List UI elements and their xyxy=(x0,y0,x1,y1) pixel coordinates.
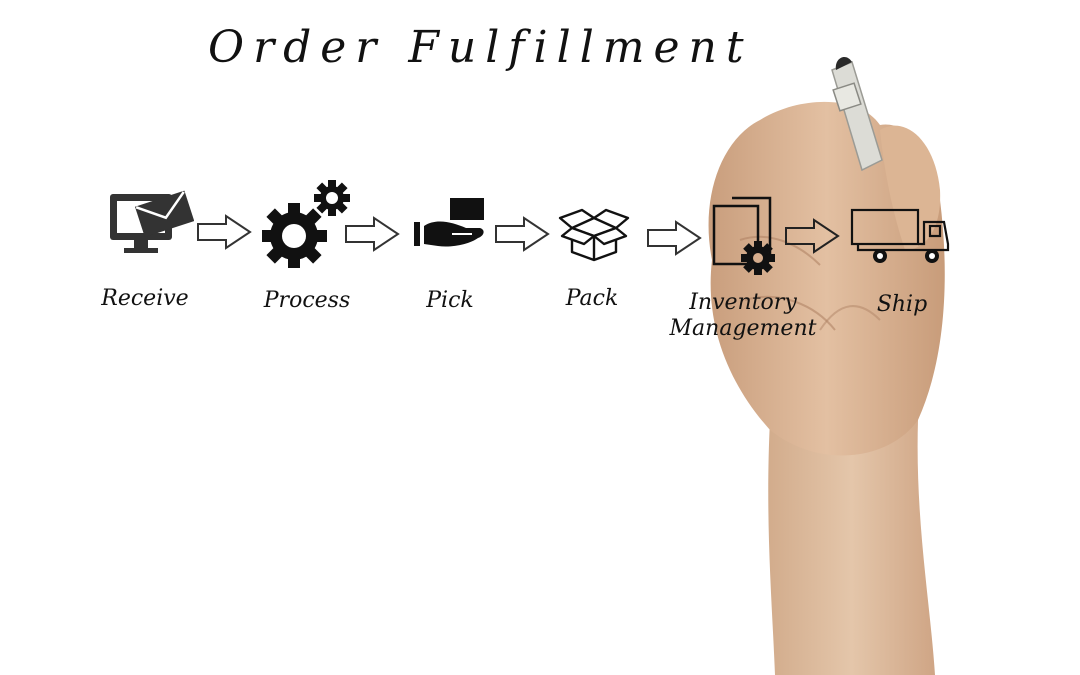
gears-icon xyxy=(262,180,350,268)
arrow-right-icon xyxy=(495,216,550,252)
monitor-envelope-icon xyxy=(110,190,194,253)
step-label-pack: Pack xyxy=(565,286,619,311)
step-label-pick: Pick xyxy=(426,288,474,313)
open-box-icon xyxy=(558,208,630,262)
step-label-receive: Receive xyxy=(101,286,189,311)
step-label-ship: Ship xyxy=(876,292,928,317)
step-label-inventory-management: Inventory Management xyxy=(648,290,838,342)
hand-box-icon xyxy=(414,198,484,247)
step-label-process: Process xyxy=(263,288,351,313)
label-line-1: Inventory xyxy=(689,290,797,315)
truck-icon xyxy=(850,208,950,263)
arrow-right-icon xyxy=(197,214,252,250)
label-line-2: Management xyxy=(669,316,817,341)
arrow-right-icon xyxy=(345,216,400,252)
diagram-title: Order Fulfillment xyxy=(208,22,753,73)
arrow-right-icon xyxy=(785,218,840,254)
documents-gear-icon xyxy=(712,196,775,275)
arrow-right-icon xyxy=(647,220,702,256)
